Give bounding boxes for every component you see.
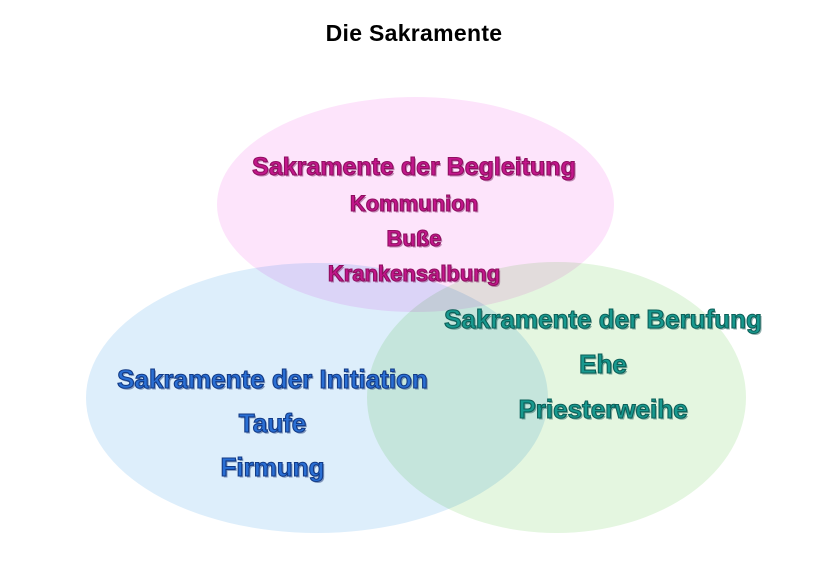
ellipse-berufung bbox=[367, 262, 746, 533]
page-title: Die Sakramente bbox=[325, 20, 503, 46]
